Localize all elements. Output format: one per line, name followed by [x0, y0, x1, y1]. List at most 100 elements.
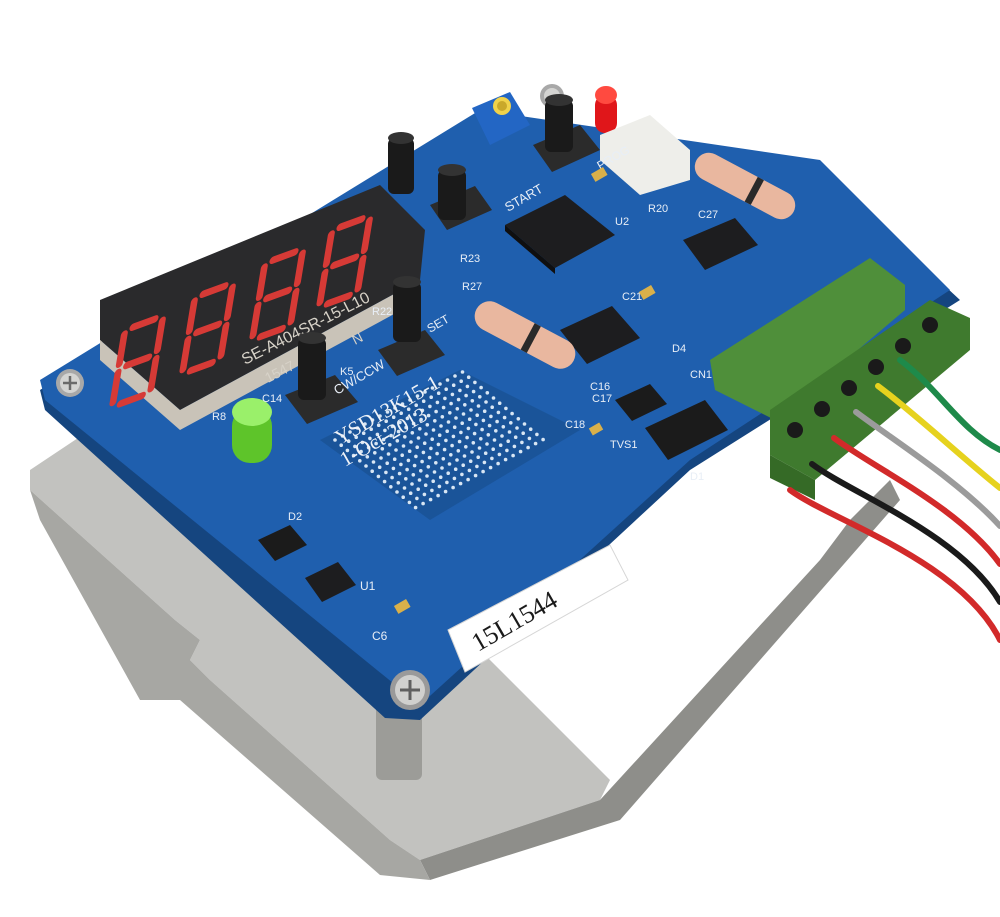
- proto-hole: [444, 387, 449, 392]
- proto-hole: [474, 422, 478, 427]
- proto-hole: [420, 459, 424, 464]
- proto-hole: [443, 396, 447, 401]
- button-start[interactable]: [533, 94, 600, 172]
- display-segment: [116, 391, 146, 408]
- proto-hole: [496, 410, 501, 415]
- proto-hole: [419, 469, 423, 473]
- proto-hole: [521, 431, 525, 436]
- proto-hole: [426, 413, 431, 418]
- proto-hole: [455, 407, 460, 411]
- proto-hole: [379, 456, 383, 460]
- proto-hole: [449, 453, 453, 457]
- transistor-d2: [258, 525, 307, 561]
- proto-hole: [460, 421, 465, 426]
- display-segment: [354, 254, 367, 293]
- proto-hole: [494, 429, 498, 433]
- proto-hole: [481, 418, 486, 423]
- proto-hole: [346, 439, 351, 444]
- display-segment: [147, 354, 160, 393]
- proto-hole: [450, 392, 455, 397]
- button-set[interactable]: [378, 276, 445, 376]
- proto-hole: [485, 391, 490, 395]
- proto-hole: [452, 425, 457, 430]
- white-connector[interactable]: [600, 115, 690, 195]
- display-segment: [129, 315, 159, 332]
- proto-hole: [450, 443, 454, 448]
- proto-hole: [385, 461, 390, 466]
- terminal-screw[interactable]: [841, 380, 857, 396]
- green-led: [232, 398, 272, 463]
- proto-hole: [402, 486, 407, 490]
- silk-c21: C21: [622, 291, 642, 303]
- display-segment: [360, 216, 373, 255]
- terminal-screw[interactable]: [895, 338, 911, 354]
- proto-hole: [355, 426, 360, 430]
- proto-hole: [351, 453, 356, 458]
- proto-hole: [407, 449, 412, 454]
- proto-hole: [459, 430, 463, 435]
- proto-hole: [374, 441, 378, 446]
- terminal-screw[interactable]: [868, 359, 884, 375]
- proto-hole: [459, 379, 464, 384]
- button-up[interactable]: [388, 132, 414, 194]
- terminal-screw[interactable]: [787, 422, 803, 438]
- display-digit: [249, 248, 306, 341]
- proto-hole: [399, 462, 403, 467]
- display-segment: [199, 282, 229, 299]
- proto-hole: [378, 414, 382, 418]
- proto-hole: [361, 431, 366, 436]
- button-prog[interactable]: [430, 164, 492, 230]
- display-segment: [293, 249, 306, 288]
- proto-holes: [333, 370, 545, 510]
- proto-hole: [506, 439, 511, 444]
- proto-hole: [468, 459, 473, 464]
- proto-hole: [411, 421, 416, 426]
- terminal-block[interactable]: [710, 258, 970, 500]
- wires: [787, 357, 1000, 643]
- proto-hole: [489, 414, 493, 419]
- proto-hole: [435, 400, 440, 405]
- proto-hole: [415, 445, 420, 450]
- proto-hole: [392, 457, 397, 462]
- proto-hole: [440, 415, 445, 419]
- red-led: [595, 86, 617, 133]
- terminal-screw[interactable]: [814, 401, 830, 417]
- proto-hole: [408, 398, 412, 402]
- display-body-front: [100, 185, 425, 410]
- proto-hole: [406, 407, 411, 412]
- proto-hole: [511, 453, 515, 458]
- proto-hole: [431, 428, 436, 432]
- wire: [897, 357, 1000, 453]
- mosfet-tvs1: [615, 384, 667, 421]
- proto-hole: [507, 430, 512, 434]
- proto-hole: [434, 461, 438, 465]
- proto-hole: [339, 443, 344, 448]
- proto-hole: [434, 409, 438, 414]
- proto-hole: [436, 391, 441, 396]
- potentiometer[interactable]: [472, 92, 530, 145]
- proto-hole: [421, 399, 426, 404]
- proto-hole: [441, 405, 446, 410]
- proto-hole: [512, 444, 517, 449]
- proto-hole: [429, 446, 433, 451]
- proto-hole: [449, 401, 453, 406]
- proto-hole: [451, 485, 455, 490]
- proto-hole: [417, 478, 422, 482]
- terminal-screws: [787, 317, 938, 438]
- proto-hole: [436, 442, 441, 447]
- button-dir[interactable]: [285, 332, 358, 424]
- proto-hole: [444, 438, 448, 443]
- proto-hole: [396, 481, 401, 485]
- proto-hole: [465, 435, 469, 440]
- proto-hole: [466, 426, 471, 431]
- silk-c18: C18: [565, 419, 585, 431]
- proto-hole: [457, 439, 462, 444]
- proto-hole: [386, 452, 391, 456]
- proto-hole: [497, 452, 502, 457]
- display-segment: [269, 248, 299, 265]
- proto-hole: [420, 408, 425, 413]
- proto-hole: [475, 413, 480, 418]
- proto-hole: [390, 424, 395, 429]
- terminal-screw[interactable]: [922, 317, 938, 333]
- proto-hole: [398, 420, 402, 425]
